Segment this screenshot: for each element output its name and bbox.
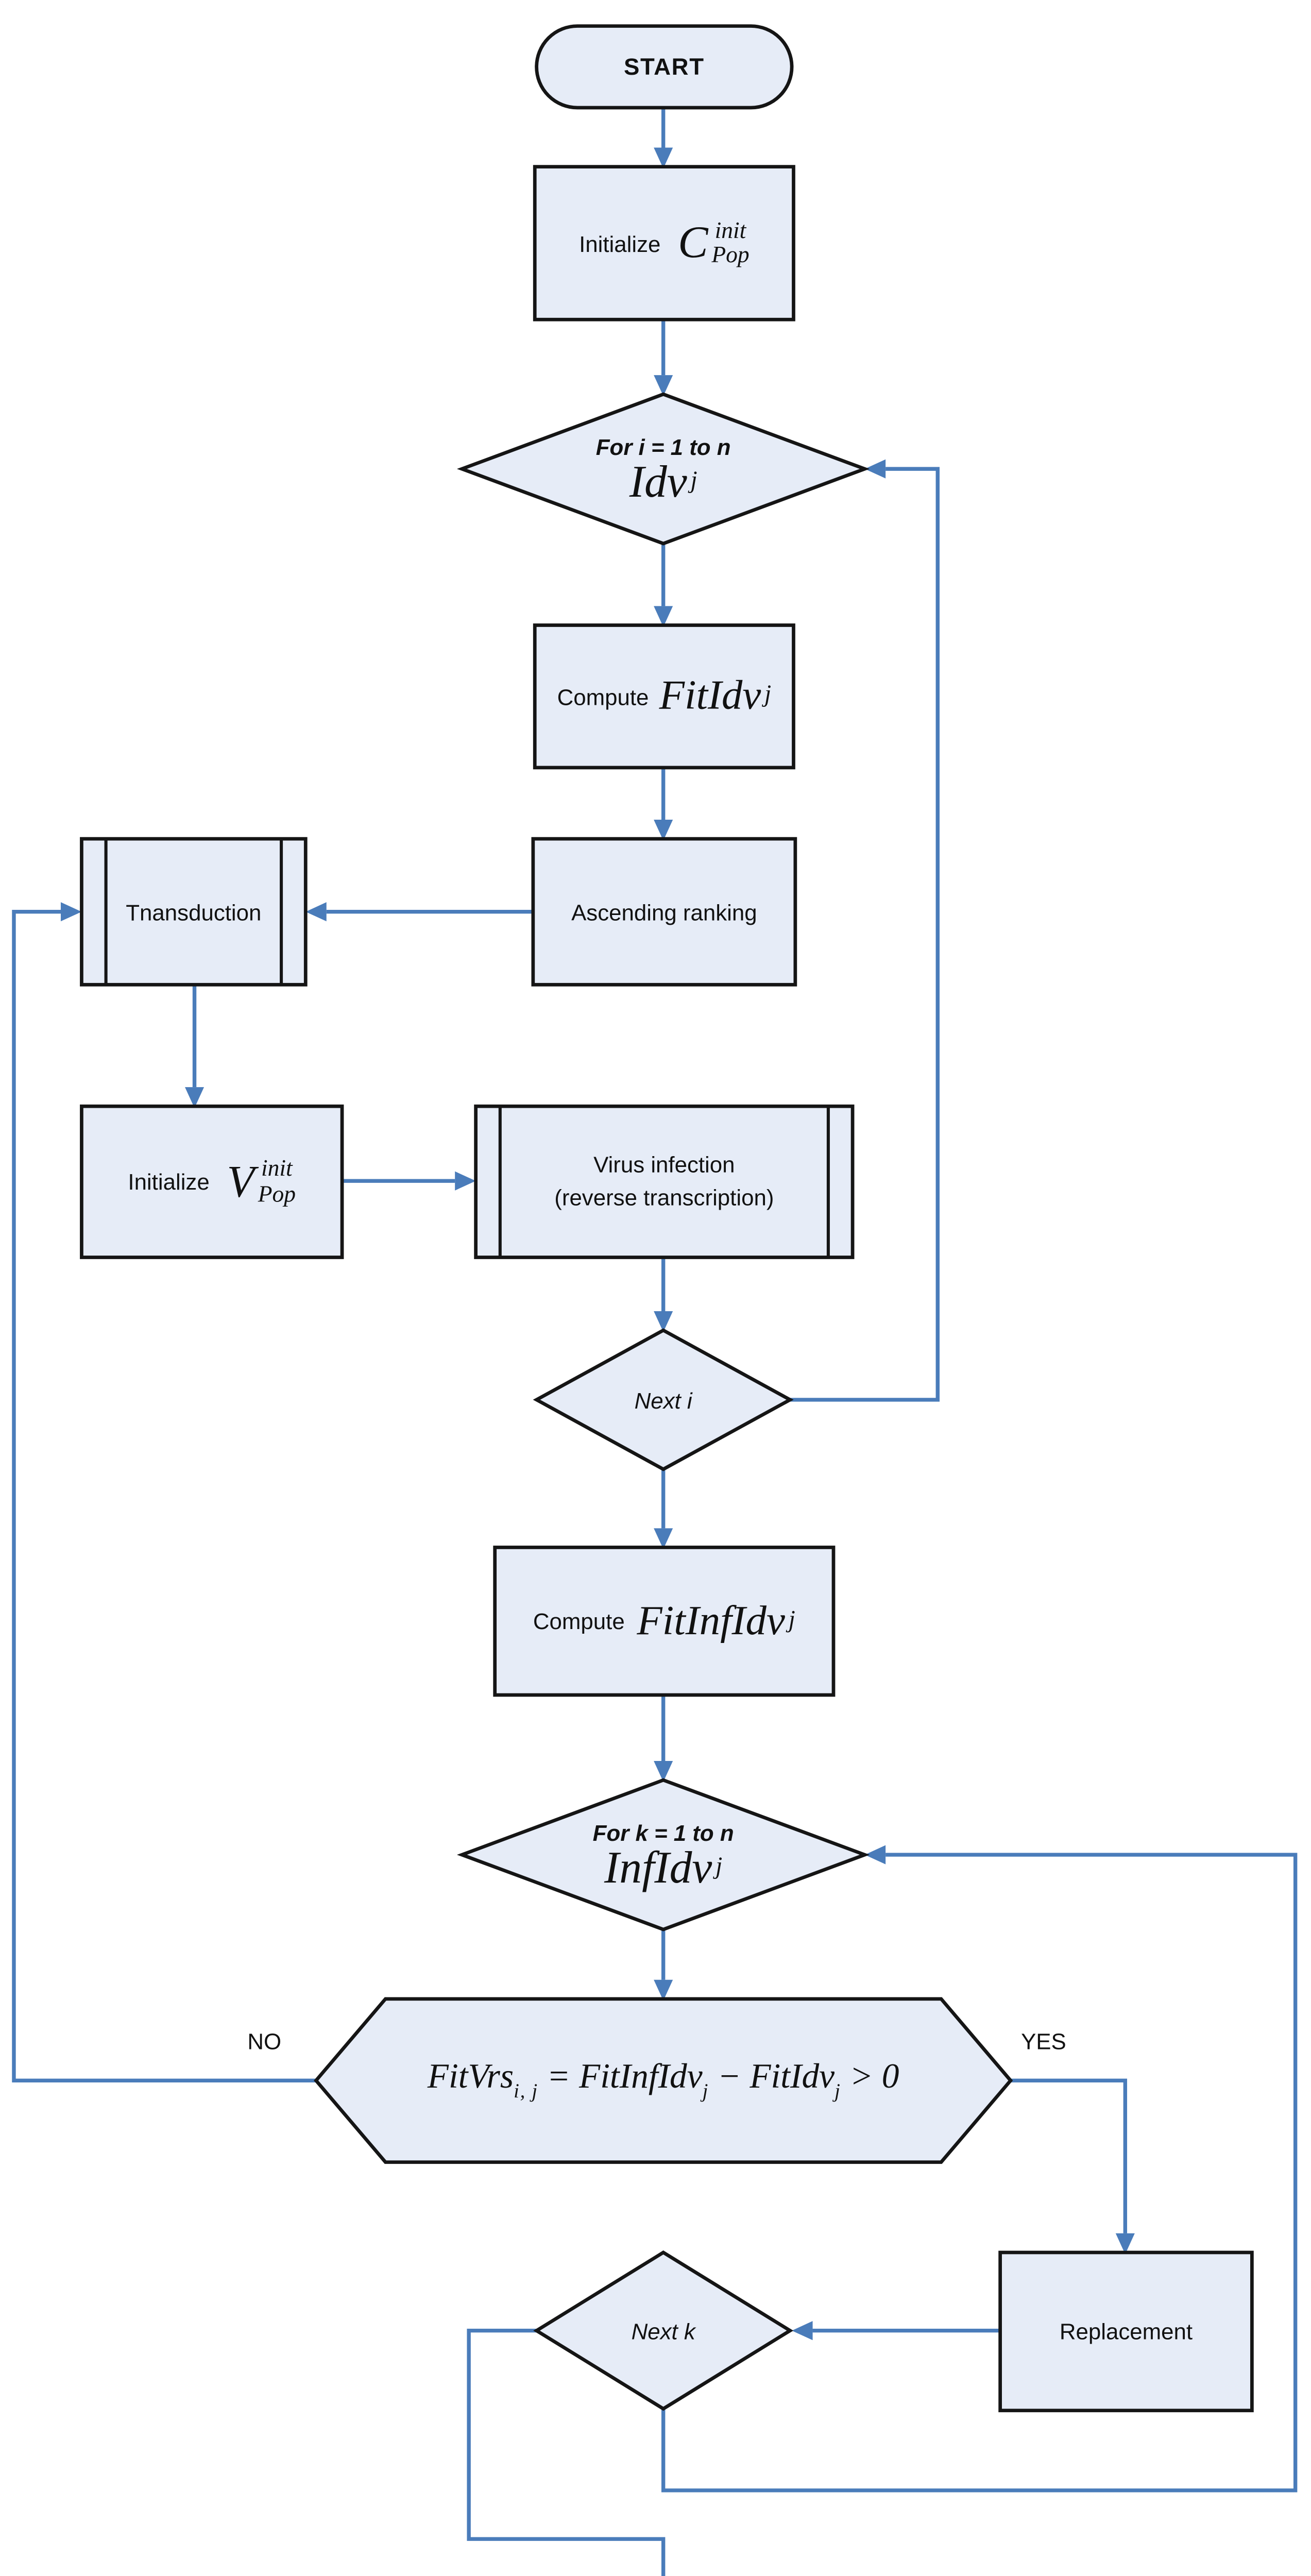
next-i-text: Next i (634, 1386, 692, 1413)
initialize-vpop-shape (80, 1104, 344, 1259)
cpop-sub: Pop (711, 241, 750, 268)
infidv-sub: j (716, 1854, 723, 1880)
start-terminator-shape (535, 24, 794, 110)
infidv-base: InfIdv (604, 1841, 712, 1892)
replacement-text: Replacement (1059, 2318, 1193, 2345)
compute-fitinfidv-prefix: Compute (533, 1608, 625, 1634)
initialize-cpop-prefix: Initialize (579, 230, 661, 257)
loop-k-diamond-shape (456, 1778, 870, 1931)
idv-sub: j (690, 468, 697, 495)
edge-replacement-to-next-k (792, 2321, 1000, 2341)
edge-loop-i-to-compute (654, 544, 673, 627)
edge-init-to-loop-i (654, 319, 673, 396)
no-text: NO (247, 2028, 282, 2055)
edge-transduction-to-init-v (184, 985, 205, 1108)
initialize-cpop-shape (533, 165, 795, 321)
fitidv-base: FitIdv (659, 673, 761, 719)
initialize-vpop-prefix: Initialize (128, 1168, 210, 1195)
loop-i-text: For i = 1 to n (595, 433, 731, 460)
virus-infection-line1: Virus infection (593, 1150, 735, 1177)
fitinfidv-sub: j (788, 1607, 795, 1634)
vpop-base: V (227, 1156, 254, 1207)
formula-seg0-sub: i, j (514, 2082, 538, 2103)
edge-next-k-loop-back (661, 1845, 1298, 2493)
loop-i-diamond-shape (456, 392, 870, 546)
edge-virus-to-next-i (654, 1257, 673, 1332)
next-i-label: Next i (537, 1330, 790, 1469)
virus-infection-shape (474, 1104, 855, 1259)
ascending-ranking-label: Ascending ranking (533, 839, 795, 985)
transduction-shape (80, 837, 308, 987)
edge-loop-k-to-condition (654, 1929, 673, 2001)
fitidv-sub: j (764, 682, 772, 709)
condition-label: FitVrsi, j = FitInfIdvj − FitIdvj > 0 (316, 1999, 1010, 2162)
formula-seg3: > 0 (841, 2058, 899, 2097)
start-text: START (623, 54, 705, 80)
transduction-label: Tnansduction (106, 839, 281, 985)
replacement-label: Replacement (1000, 2252, 1252, 2411)
edge-compute-inf-to-loop-k (654, 1694, 673, 1782)
compute-fitidv-prefix: Compute (557, 683, 649, 709)
ascending-ranking-shape (531, 837, 797, 987)
condition-formula: FitVrsi, j = FitInfIdvj − FitIdvj > 0 (428, 2058, 899, 2103)
edge-condition-yes (1010, 2078, 1135, 2255)
cpop-sup: init (714, 216, 746, 243)
compute-fitinfidv-shape (493, 1546, 836, 1697)
edge-ascending-to-transduction (305, 902, 533, 922)
idv-base: Idv (629, 455, 687, 506)
edge-init-v-to-virus (342, 1171, 476, 1191)
transduction-text: Tnansduction (126, 899, 262, 925)
compute-fitidv-shape (533, 623, 795, 770)
vpop-sub: Pop (258, 1180, 296, 1207)
cpop-base: C (678, 217, 708, 268)
edge-compute-to-ascending (654, 767, 673, 841)
start-label: START (537, 26, 792, 108)
formula-seg1-sub: j (702, 2082, 709, 2103)
fitinfidv-base: FitInfIdv (637, 1598, 785, 1644)
vpop-sup: init (261, 1155, 293, 1182)
virus-infection-label: Virus infection (reverse transcription) (500, 1106, 828, 1257)
ascending-ranking-text: Ascending ranking (571, 899, 757, 925)
yes-text: YES (1021, 2028, 1066, 2055)
formula-seg1: = FitInfIdv (538, 2058, 703, 2097)
next-i-diamond-shape (533, 1328, 794, 1471)
loop-k-text: For k = 1 to n (592, 1819, 734, 1845)
next-k-text: Next k (631, 2317, 695, 2344)
replacement-shape (998, 2250, 1254, 2413)
formula-seg0: FitVrs (427, 2058, 514, 2097)
no-branch-label: NO (198, 2028, 281, 2055)
formula-seg2: − FitIdv (709, 2058, 835, 2097)
condition-hexagon-shape (314, 1997, 1013, 2164)
yes-branch-label: YES (1021, 2028, 1104, 2055)
virus-infection-line2: (reverse transcription) (554, 1183, 774, 1210)
formula-seg2-sub: j (835, 2082, 841, 2103)
edge-next-k-to-end (467, 2328, 666, 2576)
edge-next-i-to-compute-inf (654, 1469, 673, 1549)
edge-condition-no-loop (12, 902, 316, 2082)
next-k-diamond-shape (533, 2250, 794, 2411)
next-k-label: Next k (537, 2252, 790, 2409)
edge-start-to-init (654, 107, 673, 168)
edge-next-i-loop-back (790, 459, 940, 1402)
